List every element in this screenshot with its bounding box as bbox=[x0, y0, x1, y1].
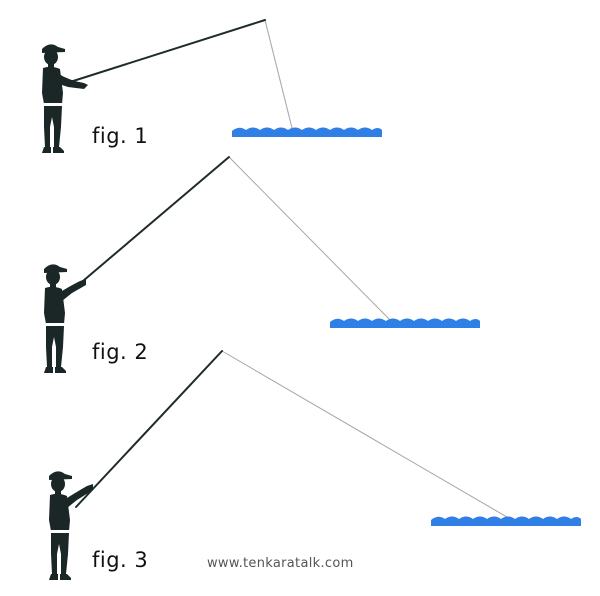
fishing-line-3 bbox=[222, 351, 512, 520]
water-surface-1 bbox=[232, 128, 382, 138]
water-surface-2 bbox=[330, 319, 480, 329]
figure-3 bbox=[49, 351, 581, 580]
water-surface-3 bbox=[431, 517, 581, 527]
fishing-line-1 bbox=[265, 20, 292, 128]
figure-2-label: fig. 2 bbox=[92, 340, 148, 364]
figure-3-label: fig. 3 bbox=[92, 548, 148, 572]
figure-1-label: fig. 1 bbox=[92, 124, 148, 148]
watermark-text: www.tenkaratalk.com bbox=[207, 556, 354, 571]
angler-1 bbox=[42, 44, 88, 153]
angler-2 bbox=[44, 264, 86, 373]
fishing-rod-1 bbox=[70, 20, 265, 82]
fishing-line-2 bbox=[229, 157, 390, 320]
fishing-rod-2 bbox=[70, 157, 229, 292]
fishing-rod-3 bbox=[76, 351, 222, 507]
angler-3 bbox=[49, 471, 93, 580]
